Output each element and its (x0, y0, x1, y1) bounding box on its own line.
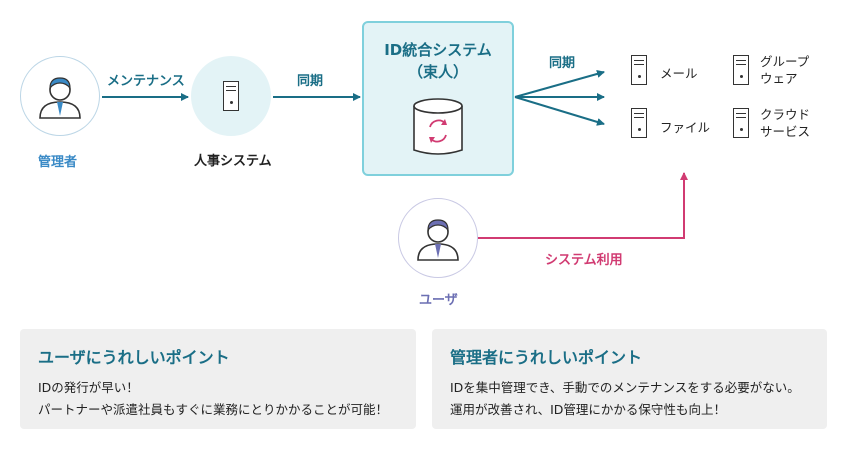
sync-label-2: 同期 (549, 56, 576, 71)
user-benefits-panel: ユーザにうれしいポイント IDの発行が早い！ パートナーや派遣社員もすぐに業務に… (20, 329, 416, 429)
service-file: ファイル (660, 120, 711, 135)
user-person-icon (416, 218, 459, 261)
service-groupware: グループ ウェア (760, 54, 810, 86)
admin-person-icon (38, 76, 81, 119)
admin-benefits-panel: 管理者にうれしいポイント IDを集中管理でき、手動でのメンテナンスをする必要がな… (432, 329, 827, 429)
hr-system-circle (191, 56, 271, 136)
sync-arrow-to-mail (514, 70, 605, 98)
id-system-box: ID統合システム （束人） (362, 21, 514, 176)
file-server-icon (631, 108, 647, 138)
service-mail: メール (660, 66, 698, 81)
user-benefit-line: パートナーや派遣社員もすぐに業務にとりかかることが可能！ (38, 402, 389, 417)
id-system-title: ID統合システム (384, 41, 492, 59)
usage-label: システム利用 (545, 253, 623, 268)
groupware-server-icon (733, 55, 749, 85)
user-benefit-line: IDの発行が早い！ (38, 380, 139, 395)
hr-server-icon (223, 81, 239, 111)
admin-benefits-title: 管理者にうれしいポイント (450, 348, 643, 367)
service-cloud: クラウド サービス (760, 107, 811, 139)
user-label: ユーザ (419, 293, 458, 308)
maintenance-label: メンテナンス (107, 74, 185, 89)
usage-arrow (478, 172, 688, 239)
admin-benefit-line: IDを集中管理でき、手動でのメンテナンスをする必要がない。 (450, 380, 800, 395)
admin-label: 管理者 (38, 155, 78, 170)
id-system-subtitle: （束人） (407, 63, 468, 81)
admin-avatar (20, 56, 100, 136)
user-avatar (398, 198, 478, 278)
admin-benefit-line: 運用が改善され、ID管理にかかる保守性も向上！ (450, 402, 726, 417)
hr-system-label: 人事システム (194, 154, 272, 169)
sync-label-1: 同期 (297, 74, 324, 89)
sync-arrow-to-file (514, 96, 605, 126)
mail-server-icon (631, 55, 647, 85)
database-sync-icon (413, 98, 463, 155)
cloud-server-icon (733, 108, 749, 138)
user-benefits-title: ユーザにうれしいポイント (38, 348, 230, 367)
